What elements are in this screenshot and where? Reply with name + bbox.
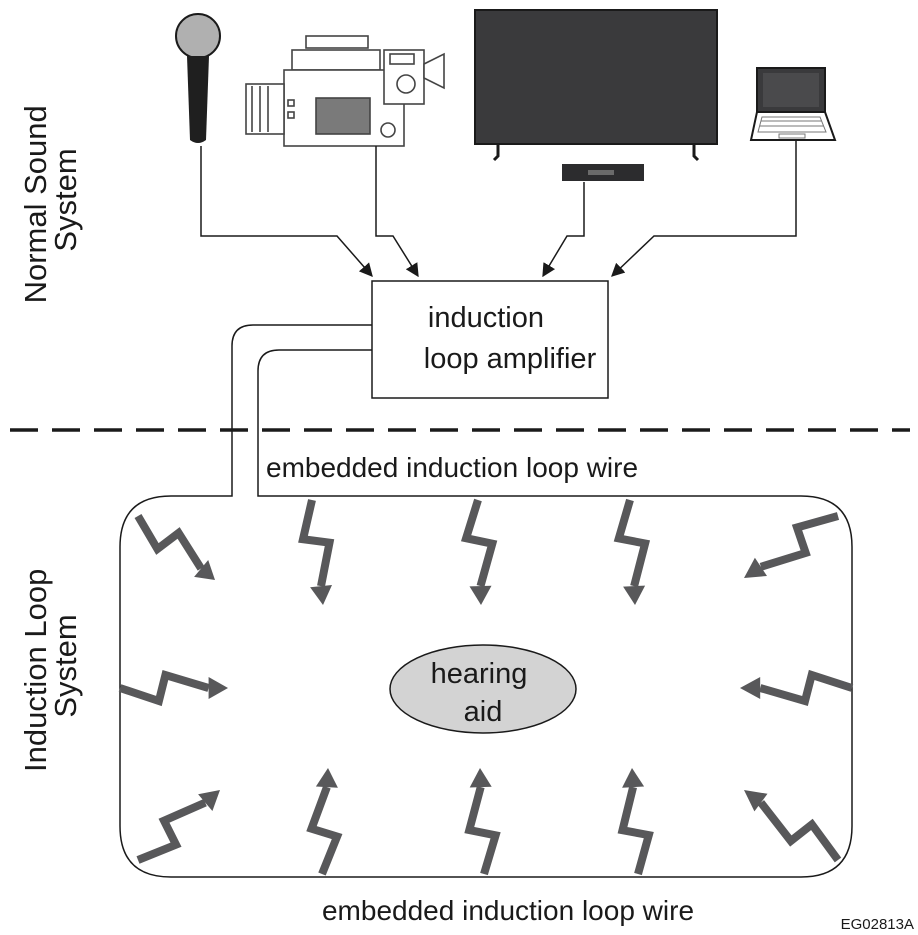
field-arrow-2 (759, 512, 840, 571)
field-arrow-head-3 (310, 585, 332, 605)
field-arrow-12 (617, 786, 654, 876)
field-arrow-4 (460, 498, 498, 588)
field-arrow-head-6 (208, 677, 228, 699)
field-arrow-head-10 (315, 768, 338, 788)
television-icon (474, 9, 718, 181)
section-label-normal-sound: Normal Sound System (18, 97, 83, 304)
magnetic-field-arrows (118, 498, 854, 876)
field-arrow-5 (613, 498, 651, 588)
field-arrow-1 (134, 513, 205, 571)
field-arrow-10 (306, 785, 343, 876)
field-arrow-head-8 (198, 790, 220, 811)
field-arrow-6 (118, 669, 210, 707)
field-arrow-head-1 (194, 560, 215, 580)
field-arrow-9 (757, 800, 842, 863)
field-arrow-head-12 (622, 768, 645, 788)
field-arrow-3 (298, 499, 335, 587)
induction-loop-wire (119, 324, 853, 878)
field-arrow-head-2 (744, 557, 767, 578)
field-arrow-head-5 (623, 585, 646, 605)
field-arrow-head-11 (469, 768, 492, 788)
hearing-aid-label: hearing aid (431, 658, 536, 728)
field-arrow-7 (759, 669, 854, 706)
field-arrow-head-7 (740, 677, 761, 699)
wire-label-top: embedded induction loop wire (266, 452, 638, 483)
field-arrow-8 (136, 798, 207, 864)
figure-id: EG02813A (841, 916, 914, 930)
signal-lines (200, 140, 797, 278)
wire-label-bottom: embedded induction loop wire (322, 895, 694, 926)
video-camera-icon (245, 35, 445, 147)
section-label-induction-loop: Induction Loop System (18, 560, 83, 772)
amplifier-label: induction loop amplifier (424, 302, 597, 375)
hearing-aid (389, 644, 577, 734)
laptop-icon (749, 67, 837, 141)
field-arrow-head-4 (469, 585, 492, 605)
microphone-icon (175, 13, 221, 143)
field-arrow-head-9 (744, 790, 768, 812)
induction-loop-amplifier (371, 280, 609, 399)
field-arrow-11 (464, 786, 501, 876)
